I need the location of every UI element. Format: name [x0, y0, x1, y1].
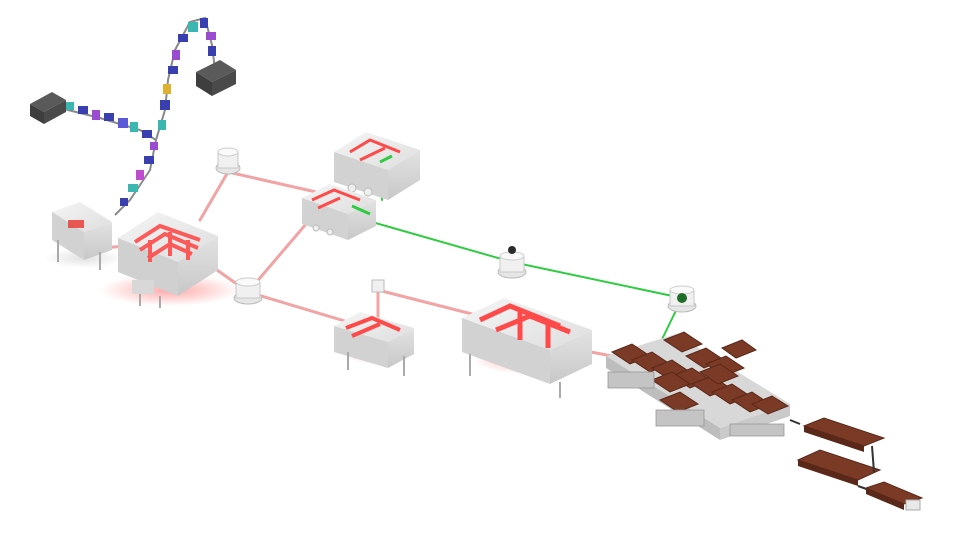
electron-source-unit: [30, 92, 66, 124]
laser-chamber-middle: [302, 184, 376, 240]
beam-dump-unit: [196, 60, 236, 96]
output-tray-upper: [802, 417, 886, 452]
output-tray-end: [864, 481, 924, 511]
green-splitter-node-2: [667, 285, 697, 313]
beam-splitter-icon: [215, 147, 241, 175]
laser-chamber-lower: [334, 279, 414, 376]
output-tray-lower: [796, 449, 882, 486]
green-splitter-node-1: [497, 246, 527, 279]
accelerator-beamline: [30, 16, 236, 216]
beam-splitter-icon-2: [233, 277, 263, 305]
main-amplifier-chamber: [100, 212, 240, 308]
laser-chamber-small-left: [44, 202, 124, 270]
laser-chamber-upper: [334, 132, 420, 200]
red-beam-lines: [98, 170, 614, 358]
target-array-icon: [606, 331, 790, 440]
laser-chamber-right: [462, 298, 592, 398]
beamline-magnet-chain-icon: [59, 16, 216, 216]
